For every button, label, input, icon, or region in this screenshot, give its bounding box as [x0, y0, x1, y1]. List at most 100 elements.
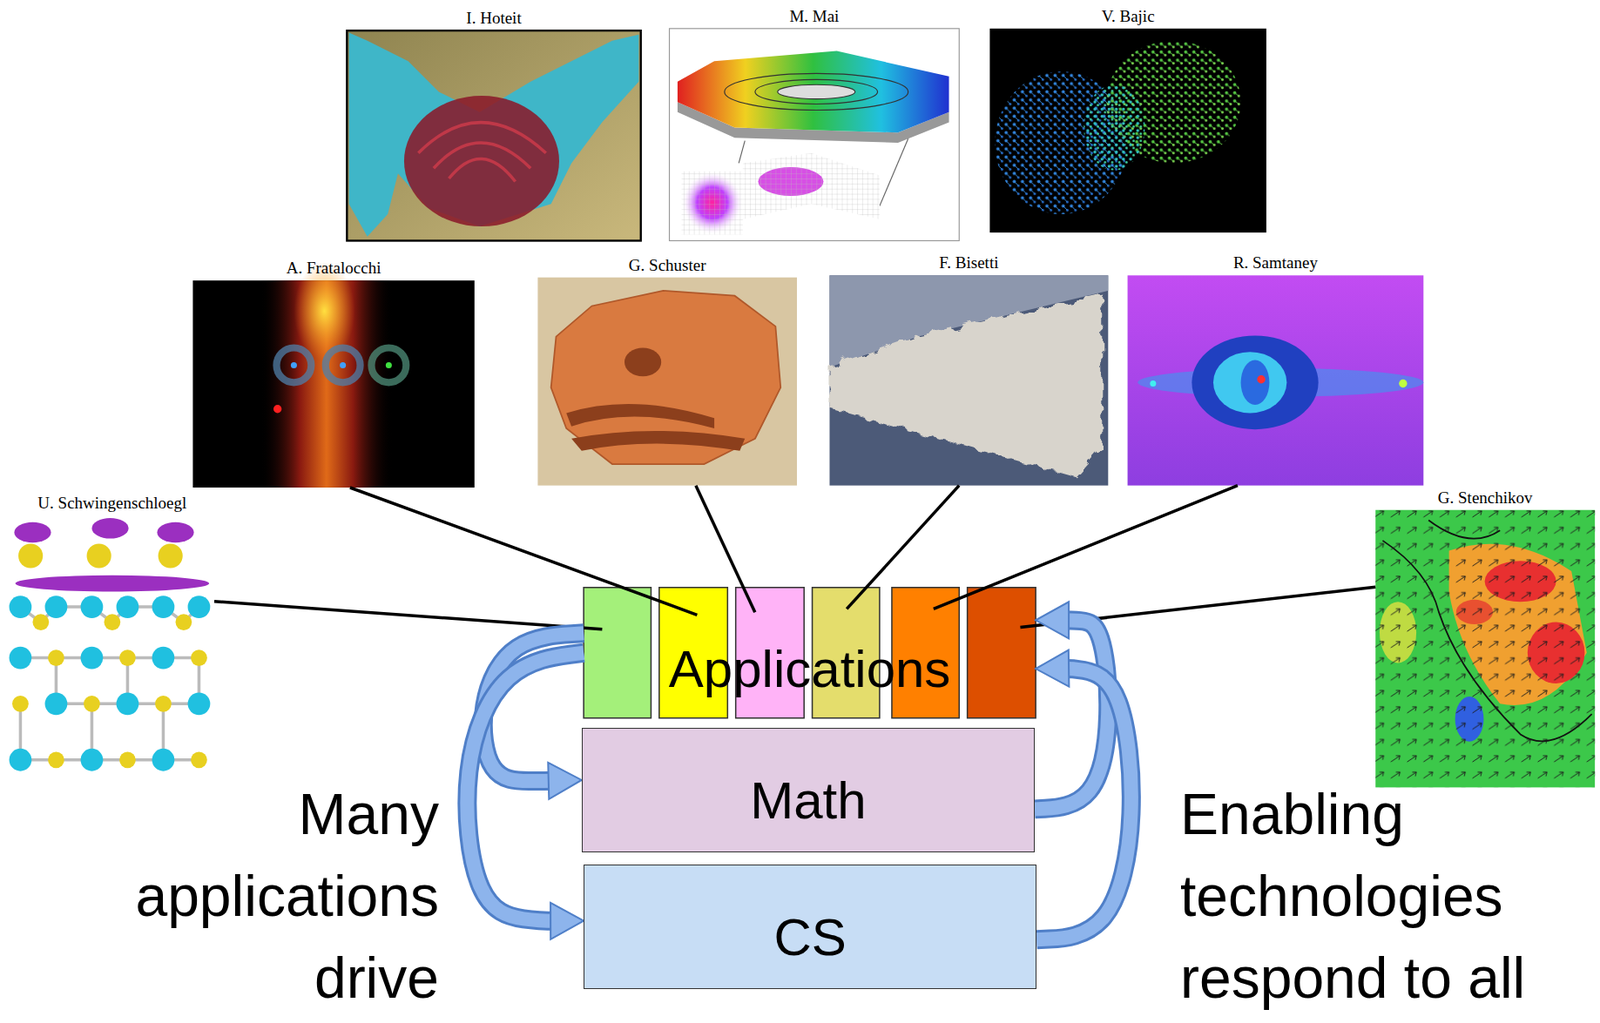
figure-panel: F. Bisetti — [829, 253, 1108, 486]
molecule-figure-part — [119, 649, 136, 667]
figure-panel: U. Schwingenschloegl — [10, 493, 215, 786]
molecule-figure-part — [15, 575, 210, 593]
ocean-figure-part — [404, 95, 560, 227]
rock-figure-part — [566, 404, 715, 429]
molecule-figure-part — [91, 518, 129, 539]
author-caption: U. Schwingenschloegl — [37, 493, 187, 514]
fault-figure-part — [742, 153, 880, 220]
optics-figure-part — [339, 362, 346, 369]
turbulence-figure — [829, 275, 1108, 486]
molecule-figure-part — [152, 595, 176, 619]
molecule-figure-part — [47, 751, 65, 769]
molecule-figure-part — [156, 522, 194, 543]
author-caption: I. Hoteit — [465, 8, 521, 28]
side-label: Enabling technologies respond to all — [1180, 773, 1581, 1020]
rock-figure-part — [571, 431, 745, 452]
fault-figure-part — [724, 73, 909, 110]
layer-box: Math — [581, 728, 1035, 853]
side-label: Many applications drive — [64, 773, 439, 1020]
plasma-figure-part — [1256, 375, 1265, 384]
protein-figure-part — [1083, 84, 1145, 170]
block-arrow — [1036, 668, 1132, 941]
arrow-outline — [1034, 620, 1108, 810]
arrow-outline — [1036, 668, 1132, 941]
molecule-figure-part — [158, 543, 183, 568]
plasma-figure-part — [1149, 380, 1156, 387]
molecule-figure-part — [9, 595, 33, 619]
block-arrow — [466, 653, 584, 922]
connector-group — [350, 487, 698, 615]
figure-panel: R. Samtaney — [1127, 253, 1425, 486]
leader-line — [350, 487, 698, 615]
climate-map-figure-part — [1375, 510, 1595, 789]
ocean-figure-part — [349, 32, 640, 237]
molecule-figure-part — [155, 695, 172, 713]
application-bars — [583, 587, 1036, 719]
molecule-figure-part — [18, 543, 43, 568]
molecule-figure-part — [190, 751, 208, 769]
fault-figure-part — [677, 51, 950, 134]
rock-figure-part — [537, 277, 797, 487]
molecule-figure-part — [116, 692, 140, 716]
connector-group — [1036, 668, 1132, 941]
molecule-figure-part — [87, 543, 112, 568]
leader-line — [214, 601, 602, 630]
molecule-figure-part — [81, 749, 104, 772]
turbulence-figure-part — [829, 275, 1108, 486]
connector-group — [466, 653, 584, 922]
figure-panel: G. Stenchikov — [1375, 488, 1595, 789]
fault-figure-part — [777, 84, 856, 99]
molecule-figure-part — [103, 614, 121, 631]
molecule-figure-part — [175, 614, 193, 631]
author-caption: F. Bisetti — [938, 253, 999, 273]
molecule-figure-part — [45, 692, 68, 716]
optics-figure-part — [385, 362, 392, 369]
molecule-figure-part — [119, 751, 136, 769]
leader-line — [933, 486, 1238, 610]
fault-figure-part — [879, 138, 909, 206]
plasma-figure-part — [1398, 379, 1407, 388]
connector-group — [1034, 620, 1108, 810]
ocean-figure-part — [418, 122, 546, 183]
optics-figure-part — [371, 347, 406, 383]
optics-figure-part — [325, 347, 361, 383]
layer-label: Math — [749, 771, 866, 831]
application-bars-part — [967, 587, 1036, 719]
ocean-figure — [346, 30, 641, 241]
connector-group — [695, 486, 756, 614]
plasma-figure — [1127, 275, 1425, 486]
molecule-figure-part — [81, 647, 104, 670]
optics-figure-part — [276, 347, 311, 383]
layer-label: CS — [774, 908, 847, 968]
molecule-figure-part — [116, 595, 140, 619]
fault-figure-part — [755, 79, 878, 104]
molecule-figure-part — [152, 749, 176, 772]
molecule-figure-part — [32, 614, 49, 631]
author-caption: R. Samtaney — [1233, 253, 1318, 273]
optics-figure-part — [290, 362, 298, 369]
block-arrow — [1034, 620, 1108, 810]
turbulence-figure-part — [829, 293, 1102, 478]
leader-line — [846, 486, 959, 610]
molecule-figure-part — [81, 595, 104, 619]
molecule-figure-part — [13, 522, 51, 543]
connector-group — [846, 486, 959, 610]
fault-figure-part — [681, 171, 743, 236]
connector-group — [214, 601, 602, 630]
figure-panel: I. Hoteit — [346, 8, 641, 241]
molecule-figure-part — [47, 649, 65, 667]
optics-figure-part — [273, 405, 282, 413]
molecule-figure-part — [9, 749, 33, 772]
fault-figure-part — [742, 153, 880, 220]
molecule-figure-part — [188, 595, 211, 619]
molecule-figure-part — [45, 595, 68, 619]
connector-group — [933, 486, 1238, 610]
leader-line — [695, 486, 756, 614]
rock-figure-part — [624, 347, 662, 377]
fault-figure-part — [681, 171, 743, 236]
plasma-figure-part — [1127, 275, 1425, 486]
plasma-figure-part — [1241, 360, 1270, 406]
fault-figure-part — [738, 141, 745, 164]
molecule-figure-part — [190, 649, 208, 667]
